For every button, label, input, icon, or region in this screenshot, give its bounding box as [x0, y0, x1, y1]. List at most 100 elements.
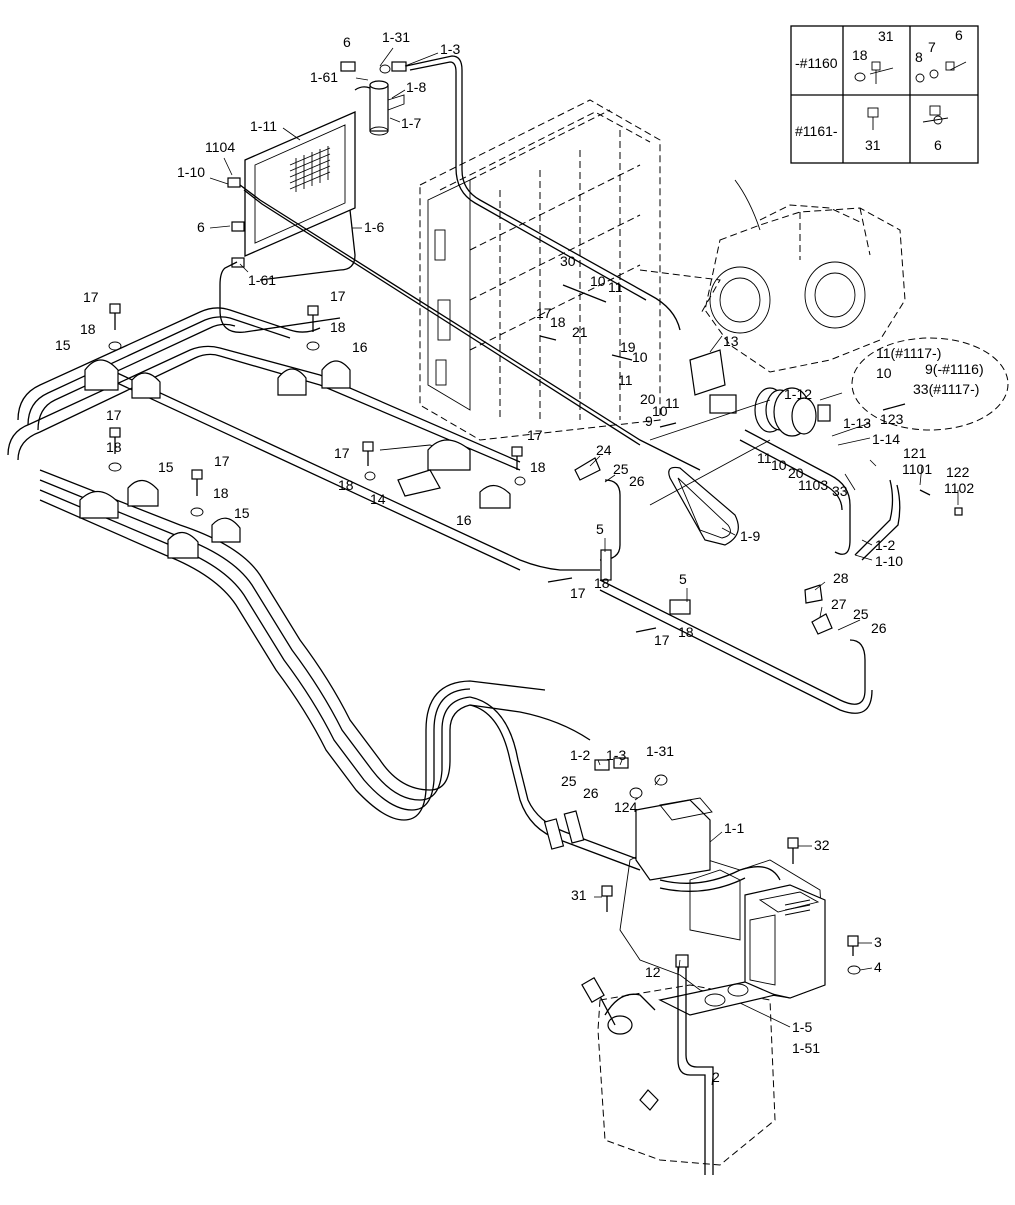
callout: 28	[833, 570, 849, 586]
callout: 122	[946, 464, 970, 480]
engine-outline	[639, 179, 906, 373]
callout: 18	[330, 319, 346, 335]
callout: 1-2	[875, 537, 895, 553]
serial-note: 33(#1117-)	[913, 381, 979, 397]
callout: 18	[530, 459, 546, 475]
callout: 21	[572, 324, 588, 340]
compressor	[649, 349, 831, 546]
callout: 14	[370, 491, 386, 507]
callout: 123	[880, 411, 904, 427]
callout: 11	[608, 279, 623, 295]
callout: 4	[874, 959, 882, 975]
callout: 17	[570, 585, 586, 601]
callout: 18	[338, 477, 354, 493]
callout: 10	[652, 403, 668, 419]
callout: 1101	[902, 461, 932, 477]
callout: 17	[654, 632, 670, 648]
callout: 1-51	[792, 1040, 820, 1056]
callout: 17	[536, 305, 552, 321]
callout: 2	[712, 1069, 720, 1085]
callout: 15	[158, 459, 174, 475]
callout: 121	[903, 445, 927, 461]
callout: 1-3	[606, 747, 626, 763]
callout: 1-14	[872, 431, 900, 447]
callout: 5	[596, 521, 604, 537]
callout: 15	[234, 505, 250, 521]
callout: 1-13	[843, 415, 871, 431]
washer-tank	[581, 954, 777, 1175]
callout-labels: 6 1-31 1-3 1-61 1-8 1-7 1-11 1104 1-10 6…	[55, 29, 974, 1085]
callout: 25	[613, 461, 629, 477]
callout: 17	[106, 407, 122, 423]
callout: 16	[352, 339, 368, 355]
callout: 18	[80, 321, 96, 337]
callout: 6	[197, 219, 205, 235]
callout: 17	[83, 289, 99, 305]
serial-notes: 11(#1117-) 10 9(-#1116) 33(#1117-)	[876, 345, 984, 397]
callout: 12	[645, 964, 661, 980]
callout: 17	[330, 288, 346, 304]
callout: 1103	[798, 477, 828, 493]
callout: 18	[106, 439, 122, 455]
callout: 15	[55, 337, 71, 353]
callout: 20	[640, 391, 656, 407]
callout: 13	[723, 333, 739, 349]
callout: 1-31	[646, 743, 674, 759]
callout: 11	[757, 450, 772, 466]
inset-label: 6	[955, 27, 963, 43]
callout: 11	[665, 395, 680, 411]
callout: 1-5	[792, 1019, 812, 1035]
callout: 25	[853, 606, 869, 622]
callout: 1-8	[406, 79, 426, 95]
condenser-assembly	[219, 55, 701, 471]
callout: 5	[679, 571, 687, 587]
callout: 1104	[205, 139, 235, 155]
leader-lines	[209, 47, 959, 1086]
callout: 9	[645, 413, 653, 429]
callout: 33	[832, 483, 848, 499]
inset-serial-1: -#1160	[795, 55, 838, 71]
callout: 1-12	[784, 386, 812, 402]
callout: 1-2	[570, 747, 590, 763]
serial-note: 9(-#1116)	[925, 361, 984, 377]
pipe-clamps	[79, 359, 511, 559]
bolts	[108, 284, 963, 975]
callout: 1-10	[177, 164, 205, 180]
callout: 20	[788, 465, 804, 481]
callout: 1-7	[401, 115, 421, 131]
callout: 3	[874, 934, 882, 950]
callout: 18	[550, 314, 566, 330]
inset-label: 7	[928, 39, 936, 55]
serial-note: 11(#1117-)	[876, 345, 941, 361]
callout: 17	[214, 453, 230, 469]
inset-serial-2: #1161-	[795, 123, 838, 139]
callout: 18	[213, 485, 229, 501]
inset-label: 31	[865, 137, 881, 153]
callout: 11	[618, 372, 633, 388]
callout: 17	[527, 427, 543, 443]
callout: 1-6	[364, 219, 384, 235]
callout: 10	[590, 273, 606, 289]
callout: 1-9	[740, 528, 760, 544]
serial-detail-oval	[851, 337, 1009, 431]
callout: 32	[814, 837, 830, 853]
callout: 17	[334, 445, 350, 461]
serial-note: 10	[876, 365, 892, 381]
callout: 16	[456, 512, 472, 528]
callout: 1-1	[724, 820, 744, 836]
callout: 30	[560, 253, 576, 269]
callout: 24	[596, 442, 612, 458]
callout: 1-61	[248, 272, 276, 288]
inset-label: 18	[852, 47, 868, 63]
callout: 26	[629, 473, 645, 489]
callout: 19	[620, 339, 636, 355]
callout: 26	[583, 785, 599, 801]
callout: 6	[343, 34, 351, 50]
serial-inset-table: -#1160 #1161- 18 31 8 7 6 31 6	[790, 25, 979, 164]
unit-housing	[419, 99, 661, 441]
refrigerant-pipe-bundle	[7, 307, 901, 871]
callout: 31	[571, 887, 587, 903]
callout: 10	[632, 349, 648, 365]
